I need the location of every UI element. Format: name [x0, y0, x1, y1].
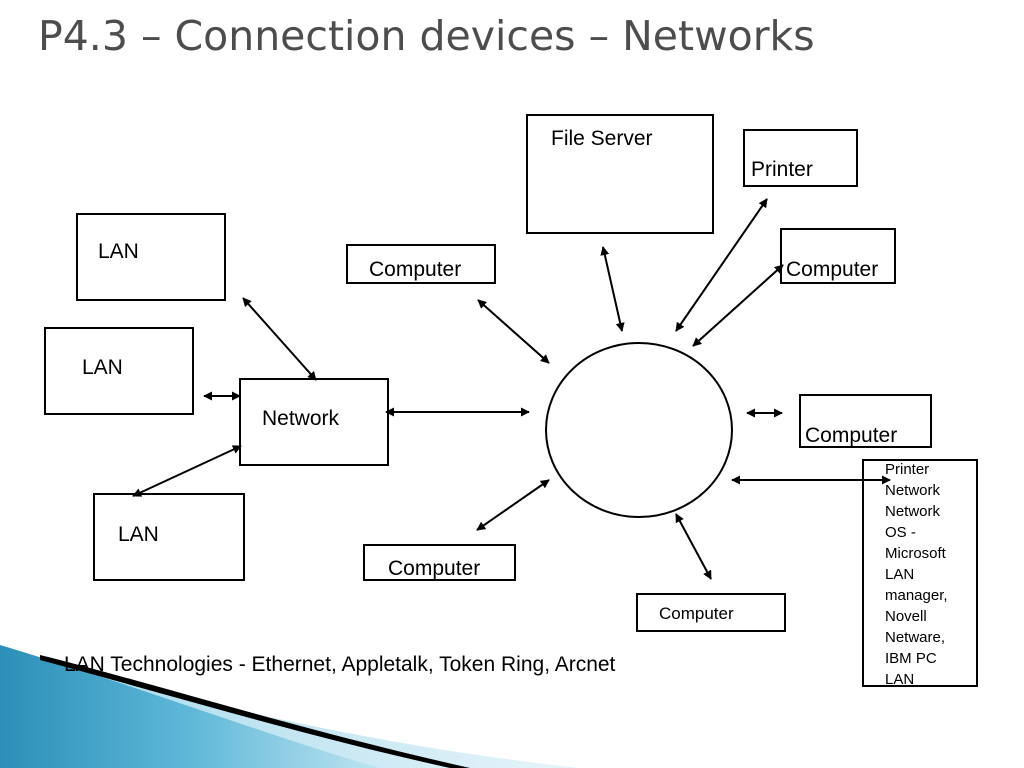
side-note-line: Netware, [885, 629, 946, 646]
computer-box-top-right [780, 228, 896, 284]
computer-box-top-left [346, 244, 496, 284]
lan-label-bottom: LAN [118, 523, 159, 546]
lan-box-middle [44, 327, 194, 415]
side-note-line: LAN [885, 566, 915, 583]
computer-box-bottom [636, 593, 786, 632]
lan-label-middle: LAN [82, 356, 123, 379]
side-note-text: Printer Network Network OS - Microsoft L… [885, 459, 977, 690]
arrow-file-server-hub [600, 246, 625, 332]
decorative-swoosh [0, 645, 580, 768]
computer-box-bottom-left [363, 544, 516, 581]
side-note-line: Printer [885, 461, 930, 478]
side-note-line: IBM PC [885, 650, 937, 667]
computer-box-right [799, 394, 932, 448]
network-hub-circle [545, 342, 733, 518]
printer-box [743, 129, 858, 187]
file-server-label: File Server [551, 127, 653, 150]
arrow-lan-top-network [242, 297, 317, 381]
side-note-line: manager, [885, 587, 948, 604]
arrow-computer-top-right-hub [692, 264, 784, 347]
side-note-box [862, 459, 978, 687]
lan-technologies-text: LAN Technologies - Ethernet, Appletalk, … [64, 653, 616, 676]
arrow-computer-bottom-hub [675, 513, 712, 580]
side-note-line: Network [885, 503, 941, 520]
network-label: Network [262, 407, 340, 430]
computer-label-right: Computer [805, 424, 897, 447]
computer-label-bottom: Computer [659, 604, 734, 623]
computer-label-top-right: Computer [786, 258, 878, 281]
computer-label-bottom-left: Computer [388, 557, 480, 580]
arrow-computer-bottom-left-hub [476, 479, 550, 531]
network-box [239, 378, 389, 466]
arrow-computer-top-left-hub [477, 299, 550, 364]
arrow-lan-bottom-network [132, 445, 242, 497]
slide-title: P4.3 – Connection devices – Networks [38, 12, 815, 60]
lan-box-top [76, 213, 226, 301]
computer-label-top-left: Computer [369, 258, 461, 281]
side-note-line: Network [885, 482, 941, 499]
lan-label-top: LAN [98, 240, 139, 263]
side-note-line: OS - [885, 524, 916, 541]
side-note-line: Microsoft [885, 545, 946, 562]
printer-label: Printer [751, 158, 813, 181]
side-note-line: LAN [885, 671, 915, 688]
connection-arrows [132, 198, 891, 580]
side-note-line: Novell [885, 608, 927, 625]
lan-box-bottom [93, 493, 245, 581]
